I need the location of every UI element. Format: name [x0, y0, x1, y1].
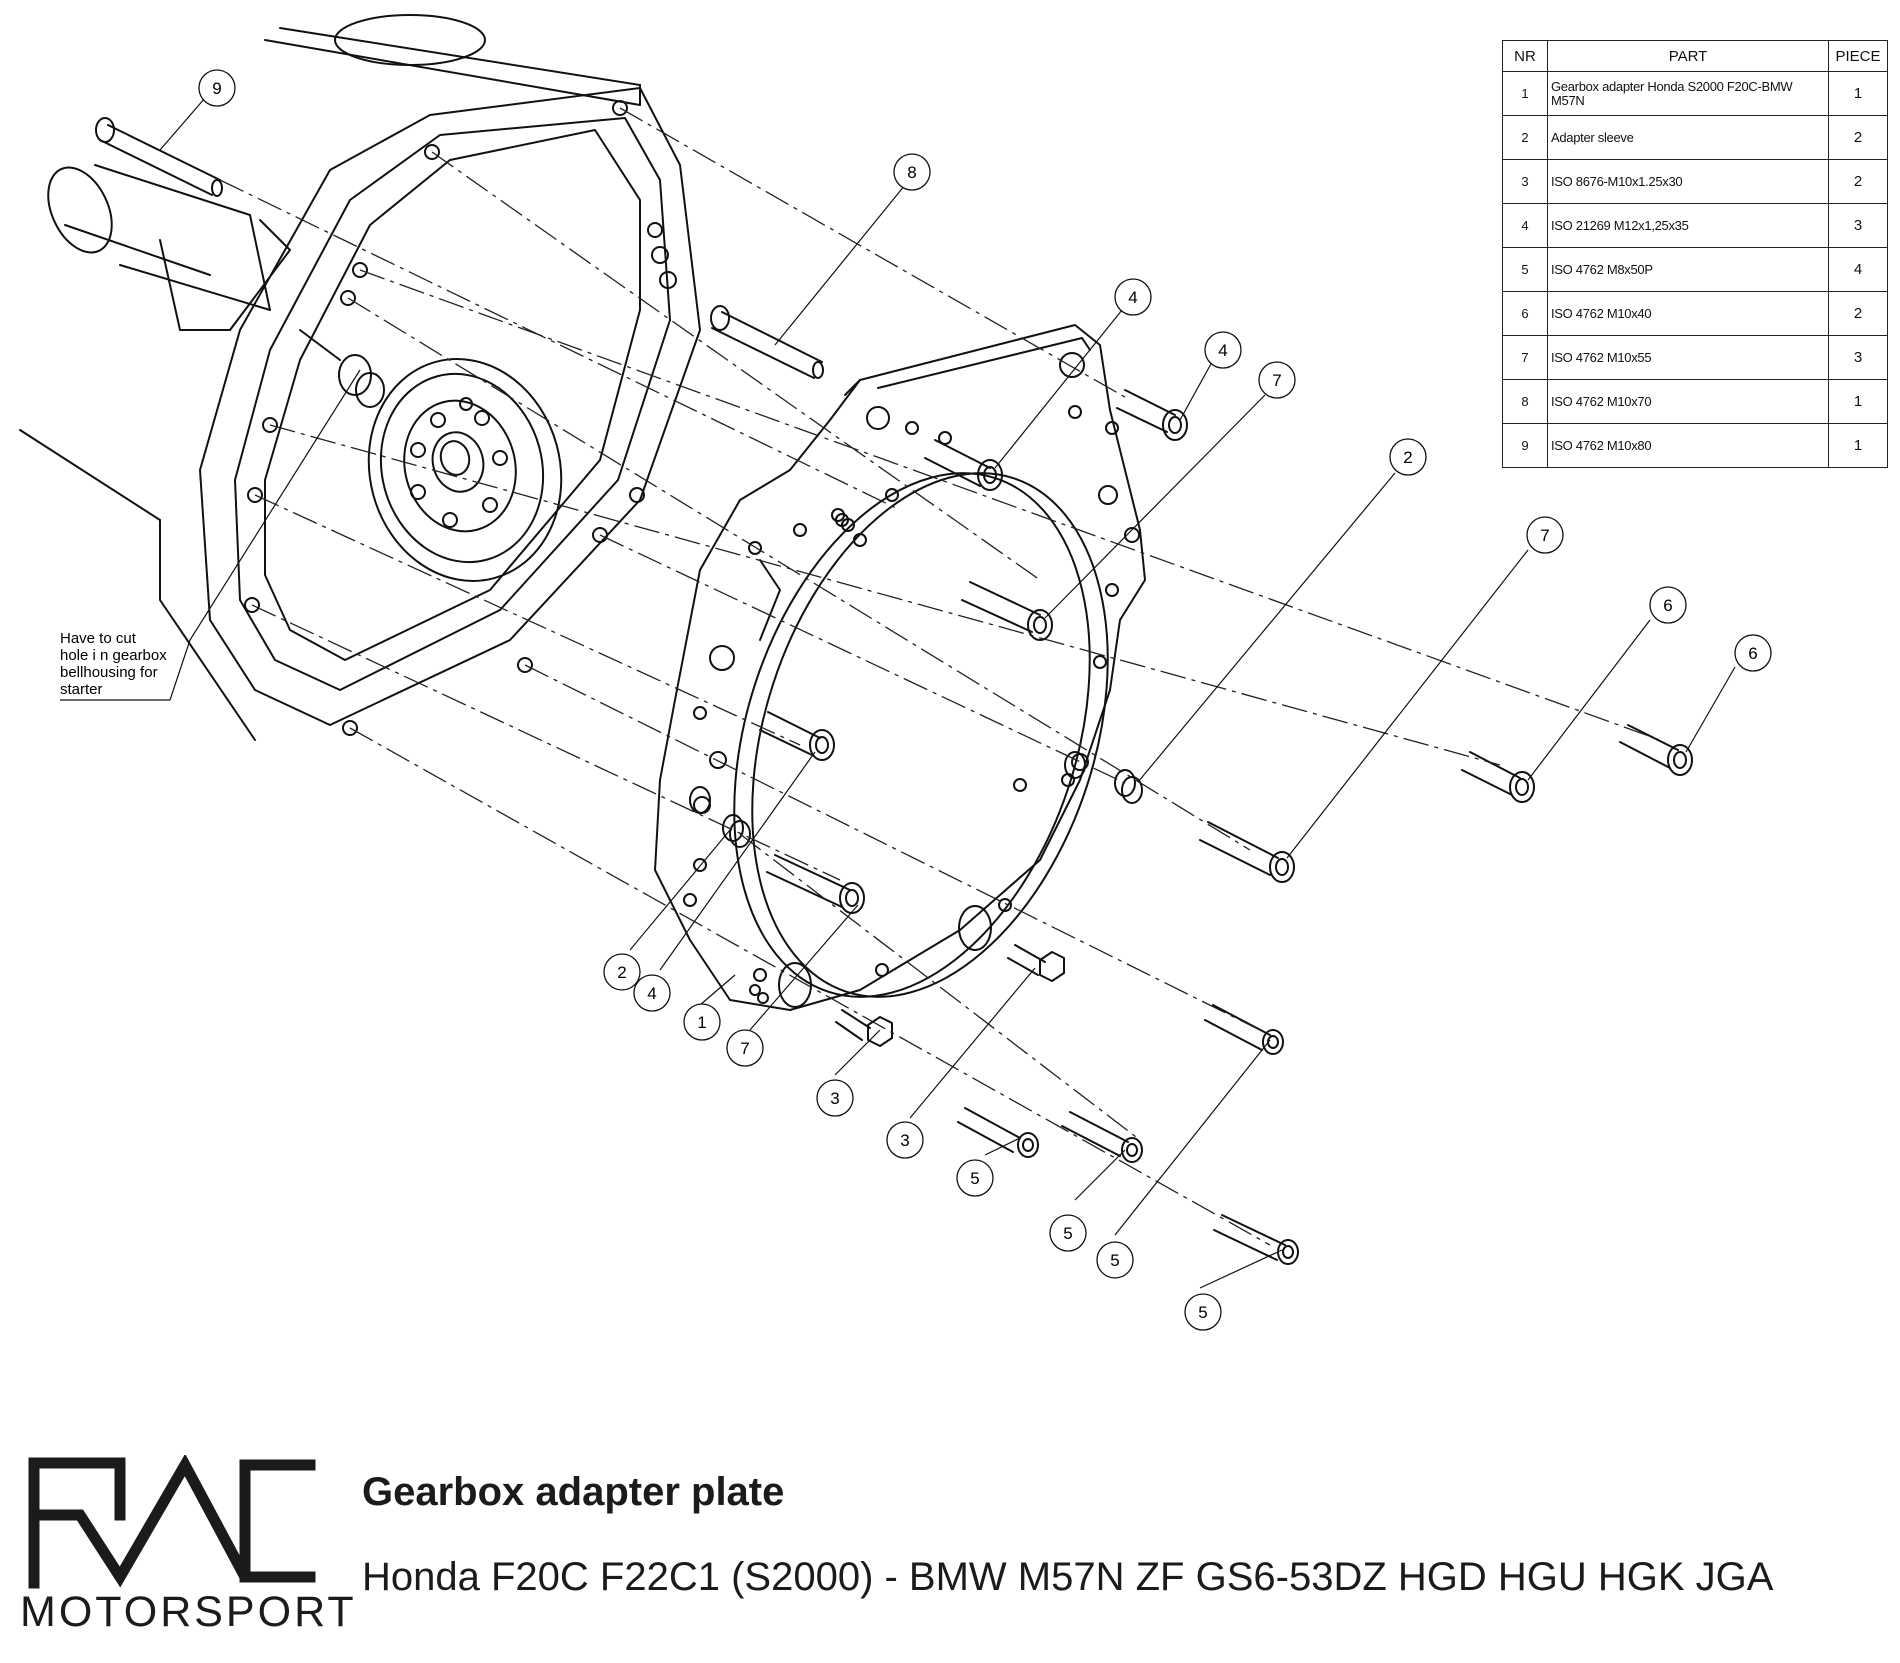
header-piece: PIECE [1828, 40, 1888, 72]
callout-2-a: 2 [1389, 438, 1427, 476]
callout-8: 8 [893, 153, 931, 191]
cell-nr: 8 [1502, 379, 1548, 424]
callout-7-c: 7 [726, 1029, 764, 1067]
cell-nr: 7 [1502, 335, 1548, 380]
svg-text:hole i n gearbox: hole i n gearbox [60, 647, 167, 664]
cell-part: Adapter sleeve [1547, 115, 1829, 160]
svg-text:3: 3 [830, 1089, 839, 1108]
callout-2-b: 2 [603, 953, 641, 991]
header-nr: NR [1502, 40, 1548, 72]
cell-piece: 3 [1828, 203, 1888, 248]
pmc-logo-icon [28, 1455, 316, 1589]
cell-piece: 2 [1828, 291, 1888, 336]
cell-nr: 5 [1502, 247, 1548, 292]
cell-part: ISO 21269 M12x1,25x35 [1547, 203, 1829, 248]
drawing-subtitle: Honda F20C F22C1 (S2000) - BMW M57N ZF G… [362, 1555, 1774, 1599]
callout-3-a: 3 [816, 1079, 854, 1117]
alignment-lines [219, 107, 1661, 1246]
cell-nr: 4 [1502, 203, 1548, 248]
cell-nr: 6 [1502, 291, 1548, 336]
cell-piece: 1 [1828, 71, 1888, 116]
svg-text:5: 5 [1198, 1303, 1207, 1322]
callout-4-c: 4 [633, 974, 671, 1012]
header-part: PART [1547, 40, 1829, 72]
svg-text:4: 4 [1128, 288, 1137, 307]
callout-4-a: 4 [1114, 278, 1152, 316]
svg-text:7: 7 [740, 1039, 749, 1058]
svg-text:8: 8 [907, 163, 916, 182]
cell-piece: 1 [1828, 379, 1888, 424]
starter-note: Have to cut hole i n gearbox bellhousing… [60, 630, 167, 698]
brand-name: MOTORSPORT [20, 1588, 357, 1636]
cell-nr: 2 [1502, 115, 1548, 160]
svg-text:bellhousing for: bellhousing for [60, 664, 158, 681]
callout-leaders [60, 97, 1736, 1289]
cell-nr: 1 [1502, 71, 1548, 116]
cell-part: ISO 4762 M10x55 [1547, 335, 1829, 380]
cell-part: ISO 4762 M10x70 [1547, 379, 1829, 424]
svg-text:starter: starter [60, 681, 103, 698]
svg-text:Have to cut: Have to cut [60, 630, 137, 647]
svg-text:9: 9 [212, 79, 221, 98]
table-header-row: NR PART PIECE [1502, 40, 1888, 72]
callout-5-c: 5 [1096, 1241, 1134, 1279]
svg-text:1: 1 [697, 1013, 706, 1032]
callout-7-a: 7 [1258, 361, 1296, 399]
svg-text:4: 4 [1218, 341, 1227, 360]
svg-text:6: 6 [1748, 644, 1757, 663]
svg-text:5: 5 [1110, 1251, 1119, 1270]
callout-6-b: 6 [1734, 634, 1772, 672]
adapter-plate [654, 324, 1146, 1011]
callouts: 9 8 4 4 7 2 7 6 6 2 4 1 7 3 3 5 5 5 5 [198, 69, 1772, 1331]
callout-6-a: 6 [1649, 586, 1687, 624]
callout-9: 9 [198, 69, 236, 107]
cell-part: Gearbox adapter Honda S2000 F20C-BMW M57… [1547, 71, 1829, 116]
svg-text:2: 2 [1403, 448, 1412, 467]
svg-text:6: 6 [1663, 596, 1672, 615]
svg-text:5: 5 [970, 1169, 979, 1188]
callout-7-b: 7 [1526, 516, 1564, 554]
svg-text:2: 2 [617, 963, 626, 982]
cell-nr: 3 [1502, 159, 1548, 204]
cell-piece: 4 [1828, 247, 1888, 292]
svg-text:7: 7 [1272, 371, 1281, 390]
callout-1: 1 [683, 1003, 721, 1041]
svg-text:3: 3 [900, 1131, 909, 1150]
bolts [95, 117, 1693, 1265]
cell-piece: 3 [1828, 335, 1888, 380]
callout-5-d: 5 [1184, 1293, 1222, 1331]
callout-5-b: 5 [1049, 1214, 1087, 1252]
cell-piece: 2 [1828, 115, 1888, 160]
cell-part: ISO 8676-M10x1.25x30 [1547, 159, 1829, 204]
cell-piece: 2 [1828, 159, 1888, 204]
callout-5-a: 5 [956, 1159, 994, 1197]
cell-part: ISO 4762 M8x50P [1547, 247, 1829, 292]
svg-text:4: 4 [647, 984, 656, 1003]
cell-part: ISO 4762 M10x80 [1547, 423, 1829, 468]
callout-4-b: 4 [1204, 331, 1242, 369]
drawing-title: Gearbox adapter plate [362, 1470, 785, 1514]
cell-part: ISO 4762 M10x40 [1547, 291, 1829, 336]
engine-block [19, 14, 701, 741]
cell-piece: 1 [1828, 423, 1888, 468]
svg-text:5: 5 [1063, 1224, 1072, 1243]
svg-text:7: 7 [1540, 526, 1549, 545]
cell-nr: 9 [1502, 423, 1548, 468]
callout-3-b: 3 [886, 1121, 924, 1159]
